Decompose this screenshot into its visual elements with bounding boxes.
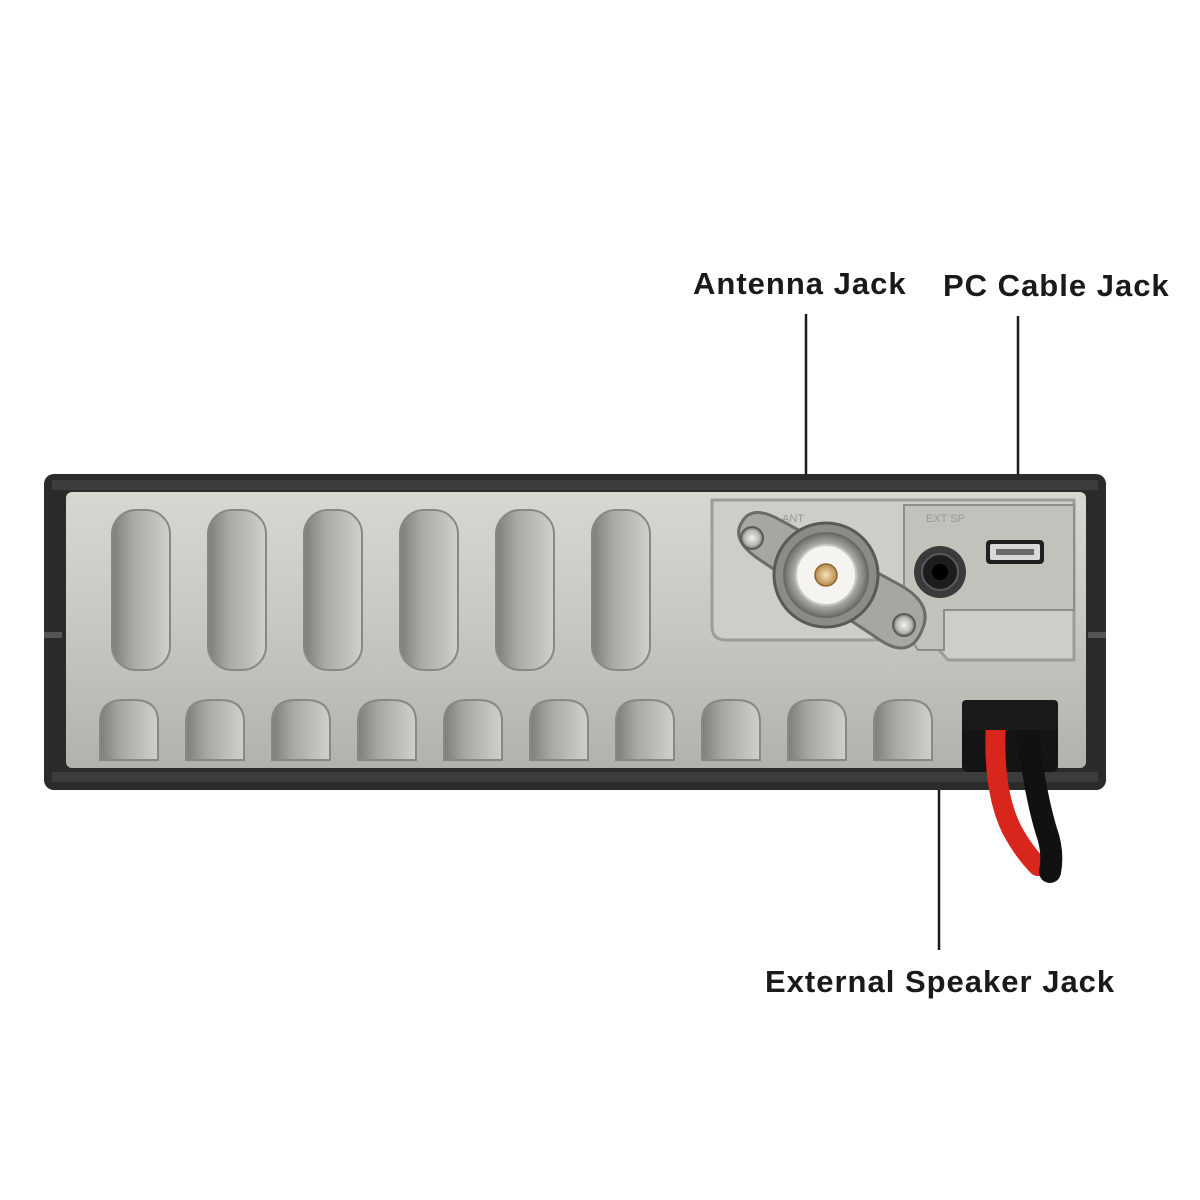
antenna-center-pin	[814, 563, 838, 587]
cooling-fin-channel	[303, 509, 363, 671]
cooling-notch	[615, 699, 675, 761]
cooling-notch	[873, 699, 933, 761]
cooling-notch	[99, 699, 159, 761]
cooling-notch	[787, 699, 847, 761]
upper-cooling-fins	[111, 509, 651, 671]
cooling-fin-channel	[111, 509, 171, 671]
cooling-notch	[529, 699, 589, 761]
power-cable	[962, 700, 1063, 883]
lower-cooling-notches	[99, 699, 933, 761]
ant-marking: ANT	[782, 513, 804, 525]
cooling-fin-channel	[495, 509, 555, 671]
cooling-notch	[271, 699, 331, 761]
cooling-fin-channel	[207, 509, 267, 671]
antenna-jack-label: Antenna Jack	[693, 266, 907, 301]
cooling-fin-channel	[591, 509, 651, 671]
external-speaker-jack-label: External Speaker Jack	[765, 964, 1116, 999]
ext-sp-marking: EXT SP	[926, 513, 965, 525]
cooling-notch	[357, 699, 417, 761]
antenna-connector	[737, 511, 927, 650]
pc-cable-jack-label: PC Cable Jack	[943, 268, 1170, 303]
cooling-notch	[701, 699, 761, 761]
external-speaker-jack	[914, 546, 966, 598]
cooling-notch	[185, 699, 245, 761]
pc-cable-jack	[986, 540, 1044, 564]
cooling-notch	[443, 699, 503, 761]
flange-screw-top	[740, 526, 764, 550]
cooling-fin-channel	[399, 509, 459, 671]
flange-screw-bottom	[892, 613, 916, 637]
